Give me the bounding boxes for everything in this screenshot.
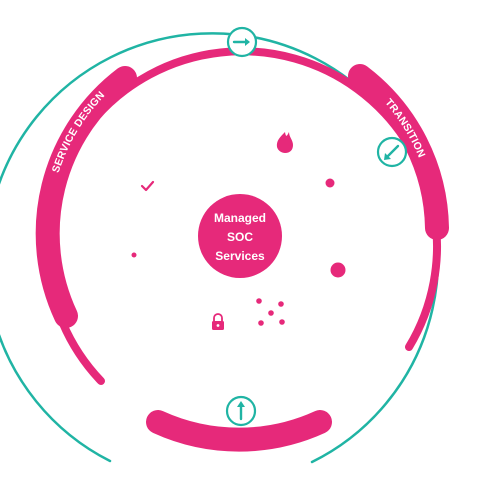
center-line-1: Managed (214, 211, 266, 225)
optimise-label: OPTIMISE (214, 453, 266, 467)
arrow-up-icon (225, 395, 257, 427)
decor-dot (330, 262, 346, 278)
center-hub: Managed SOC Services (198, 194, 282, 278)
service-design-label: SERVICE DESIGN (50, 89, 107, 174)
center-line-3: Services (215, 249, 265, 263)
arrow-right-icon (226, 26, 258, 58)
optimise-segment (146, 410, 332, 452)
padlock-icon (212, 313, 224, 330)
transition-segment (348, 64, 449, 240)
decor-dot (325, 178, 335, 188)
flame-icon (276, 132, 293, 153)
center-line-2: SOC (227, 230, 253, 244)
service-design-segment (35, 66, 137, 328)
outer-ring (0, 32, 440, 464)
checkmark-icon (140, 180, 155, 192)
arrow-diagonal-icon (376, 136, 408, 168)
network-nodes-icon (256, 298, 285, 326)
decor-dot (131, 252, 137, 258)
